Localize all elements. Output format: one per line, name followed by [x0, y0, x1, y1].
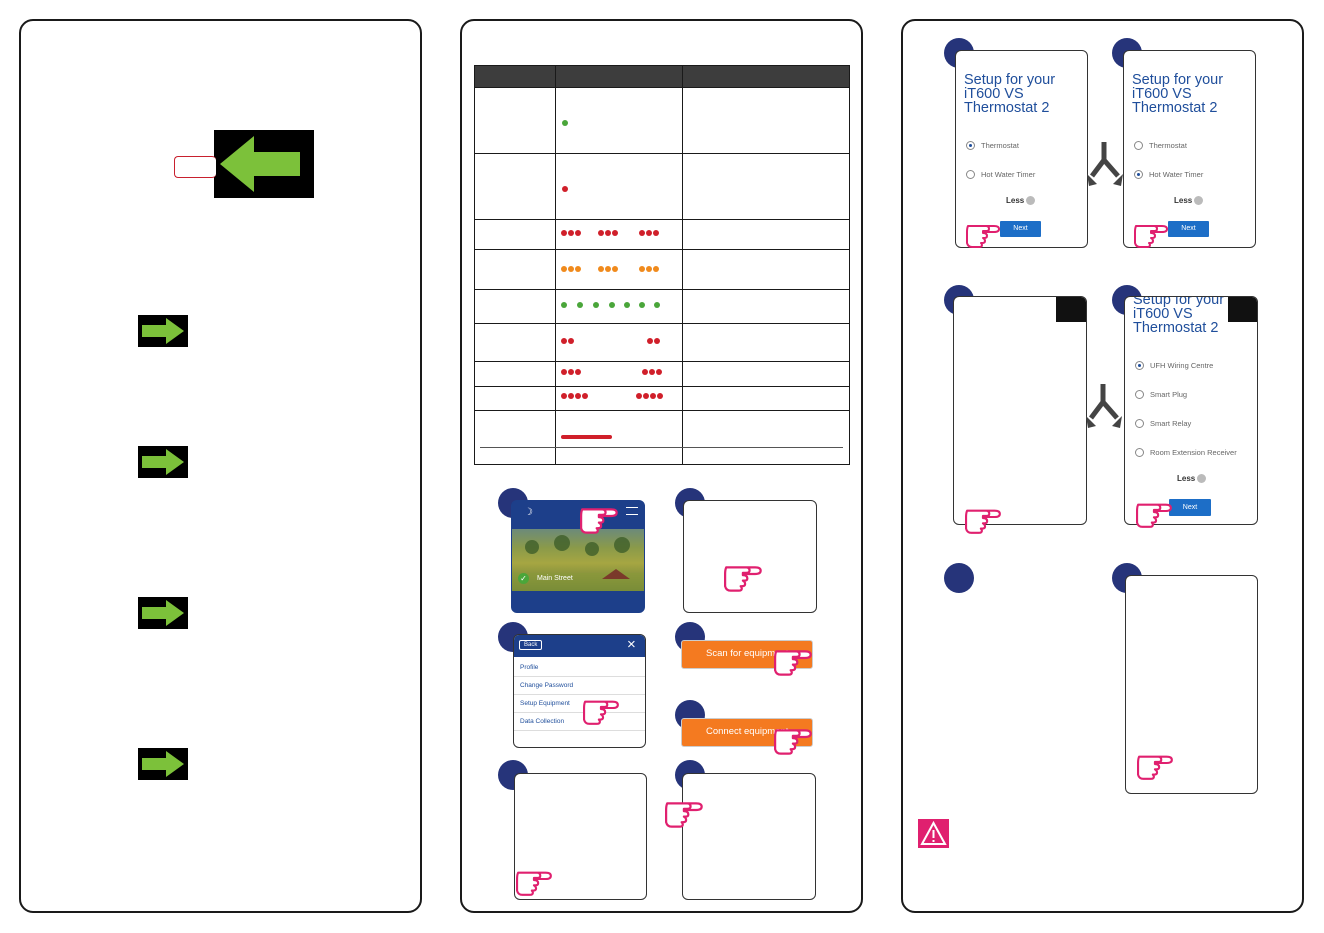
radio-option[interactable]: Smart Relay: [1135, 419, 1191, 428]
big-back-arrow-graphic: [214, 130, 314, 198]
radio-selected-icon: [1135, 361, 1144, 370]
setup-title: Setup for your iT600 VS Thermostat 2: [1132, 72, 1224, 116]
radio-option[interactable]: Hot Water Timer: [1134, 170, 1203, 179]
menu-list: Profile Change Password Setup Equipment …: [514, 659, 645, 731]
radio-label: UFH Wiring Centre: [1150, 361, 1214, 370]
pointing-hand-icon: [664, 802, 703, 828]
pointing-hand-icon: [773, 729, 812, 755]
radio-option[interactable]: Smart Plug: [1135, 390, 1187, 399]
next-button[interactable]: Next: [1000, 221, 1041, 237]
radio-label: Thermostat: [1149, 141, 1187, 150]
step-circle: [944, 563, 974, 593]
less-toggle[interactable]: Less: [1006, 196, 1036, 205]
menu-item[interactable]: Data Collection: [514, 713, 645, 731]
app-home-screen: ☽ ✓ Main Street: [511, 500, 645, 613]
warning-icon: [918, 819, 949, 848]
radio-label: Smart Plug: [1150, 390, 1188, 399]
pointing-hand-icon: [1135, 503, 1172, 528]
setup-screen-hot-water: Setup for your iT600 VS Thermostat 2 The…: [1123, 50, 1256, 248]
chevron-up-icon: [1194, 196, 1204, 205]
led-pattern-red-quad: [555, 386, 683, 411]
corner-marker: [1228, 297, 1257, 322]
less-label: Less: [1006, 196, 1025, 205]
chevron-up-icon: [1026, 196, 1036, 205]
radio-option[interactable]: Thermostat: [966, 141, 1019, 150]
radio-selected-icon: [966, 141, 975, 150]
divider: [480, 447, 843, 448]
moon-icon: ☽: [524, 507, 533, 518]
radio-icon: [1135, 390, 1144, 399]
right-arrow-icon: [138, 446, 188, 478]
app-screen-blank: [953, 296, 1087, 525]
pointing-hand-icon: [964, 509, 1001, 534]
right-arrow-icon: [138, 315, 188, 347]
setup-screen-other-devices: Setup for your iT600 VS Thermostat 2 UFH…: [1124, 296, 1258, 525]
led-pattern-red-double: [555, 323, 683, 362]
less-label: Less: [1177, 474, 1196, 483]
less-toggle[interactable]: Less: [1177, 474, 1207, 483]
setup-title: Setup for your iT600 VS Thermostat 2: [964, 72, 1056, 116]
pointing-hand-icon: [580, 508, 618, 534]
led-pattern-red-triple: [555, 219, 683, 250]
location-label: Main Street: [537, 575, 573, 582]
led-pattern-red-triple-b: [555, 361, 683, 387]
less-toggle[interactable]: Less: [1174, 196, 1204, 205]
split-arrow-icon: [1086, 384, 1122, 428]
radio-icon: [1134, 141, 1143, 150]
split-arrow-icon: [1087, 142, 1123, 186]
radio-icon: [1135, 419, 1144, 428]
radio-label: Room Extension Receiver: [1150, 448, 1237, 457]
pointing-hand-icon: [723, 566, 762, 592]
close-icon[interactable]: ×: [627, 636, 636, 653]
radio-label: Hot Water Timer: [1149, 170, 1204, 179]
led-status-table: [474, 65, 850, 465]
home-photo: [512, 529, 644, 591]
pointing-hand-icon: [1134, 225, 1168, 248]
menu-header: Back ×: [514, 635, 645, 657]
radio-label: Smart Relay: [1150, 419, 1192, 428]
next-button[interactable]: Next: [1168, 221, 1209, 237]
right-arrow-icon: [138, 597, 188, 629]
menu-item[interactable]: Profile: [514, 659, 645, 677]
led-dot: [562, 186, 568, 192]
radio-icon: [966, 170, 975, 179]
radio-option[interactable]: Hot Water Timer: [966, 170, 1035, 179]
app-screen-blank: [682, 773, 816, 900]
menu-item[interactable]: Change Password: [514, 677, 645, 695]
radio-label: Thermostat: [981, 141, 1019, 150]
led-dot: [562, 120, 568, 126]
pointing-hand-icon: [582, 700, 619, 725]
check-icon: ✓: [518, 573, 529, 584]
less-label: Less: [1174, 196, 1193, 205]
setup-title: Setup for your iT600 VS Thermostat 2: [1133, 296, 1225, 336]
next-button[interactable]: Next: [1169, 499, 1211, 516]
pointing-hand-icon: [515, 871, 552, 896]
pointing-hand-icon: [773, 650, 812, 676]
left-arrow-icon: [220, 136, 300, 192]
radio-option[interactable]: Thermostat: [1134, 141, 1187, 150]
led-pattern-red-solid: [555, 410, 683, 465]
back-button[interactable]: Back: [519, 640, 543, 650]
app-menu-screen: Back × Profile Change Password Setup Equ…: [513, 634, 646, 748]
menu-item-setup-equipment[interactable]: Setup Equipment: [514, 695, 645, 713]
pointing-hand-icon: [1136, 755, 1173, 780]
radio-option[interactable]: Room Extension Receiver: [1135, 448, 1237, 457]
setup-screen-thermostat: Setup for your iT600 VS Thermostat 2 The…: [955, 50, 1088, 248]
app-screen-blank: [683, 500, 817, 613]
location-row[interactable]: ✓ Main Street: [518, 573, 573, 584]
corner-marker: [1056, 297, 1086, 322]
led-pattern-orange-triple: [555, 249, 683, 290]
radio-icon: [1135, 448, 1144, 457]
pointing-hand-icon: [966, 225, 1000, 248]
radio-option[interactable]: UFH Wiring Centre: [1135, 361, 1213, 370]
hamburger-menu-icon[interactable]: [626, 507, 638, 515]
right-arrow-icon: [138, 748, 188, 780]
panel-left: [19, 19, 422, 913]
radio-label: Hot Water Timer: [981, 170, 1036, 179]
radio-selected-icon: [1134, 170, 1143, 179]
chevron-up-icon: [1197, 474, 1207, 483]
led-pattern-green-blink: [555, 289, 683, 324]
red-button-outline: [174, 156, 216, 178]
